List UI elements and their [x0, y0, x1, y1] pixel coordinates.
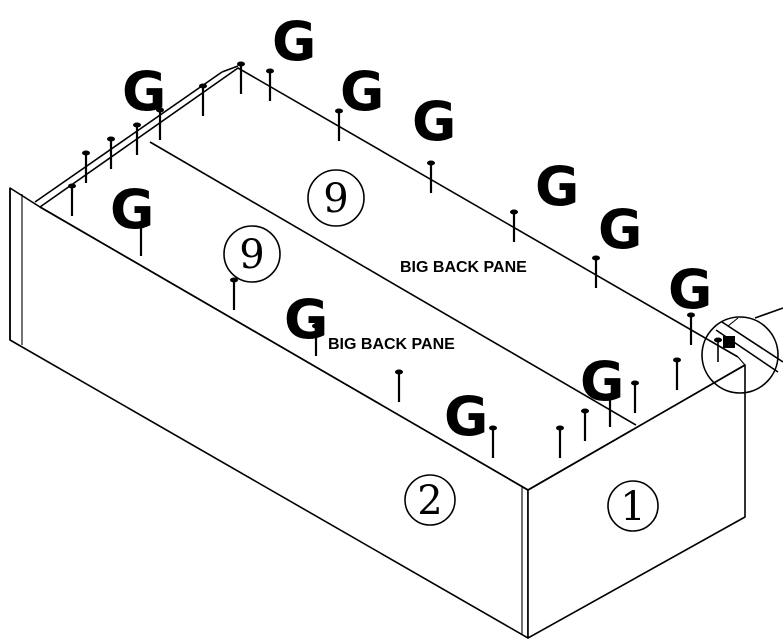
g-label: G — [535, 155, 579, 218]
g-label: G — [598, 198, 642, 261]
nails — [68, 61, 695, 458]
part-number-side-short: 1 — [607, 480, 659, 532]
g-label: G — [580, 350, 624, 413]
g-label: G — [122, 60, 166, 123]
svg-text:9: 9 — [323, 176, 348, 222]
g-label: G — [412, 90, 456, 153]
svg-text:9: 9 — [239, 232, 264, 278]
g-label: G — [272, 10, 316, 73]
g-label: G — [444, 385, 488, 448]
back-panel-top-outline — [39, 67, 739, 358]
panel-seam — [149, 141, 637, 426]
part-number-side-long: 2 — [404, 474, 456, 526]
part-number-back-front: 9 — [223, 225, 281, 283]
svg-text:1: 1 — [620, 484, 645, 530]
panel-label-front: BIG BACK PANE — [328, 336, 455, 353]
g-label: G — [284, 288, 328, 351]
svg-text:2: 2 — [417, 478, 442, 524]
g-label: G — [668, 258, 712, 321]
g-label: G — [110, 178, 154, 241]
screwdriver-detail-callout — [701, 307, 783, 394]
panel-label-top: BIG BACK PANE — [400, 259, 527, 276]
fastener-labels: G G G G G G G G G G G — [110, 10, 712, 448]
g-label: G — [340, 60, 384, 123]
part-number-back-top: 9 — [307, 169, 365, 227]
